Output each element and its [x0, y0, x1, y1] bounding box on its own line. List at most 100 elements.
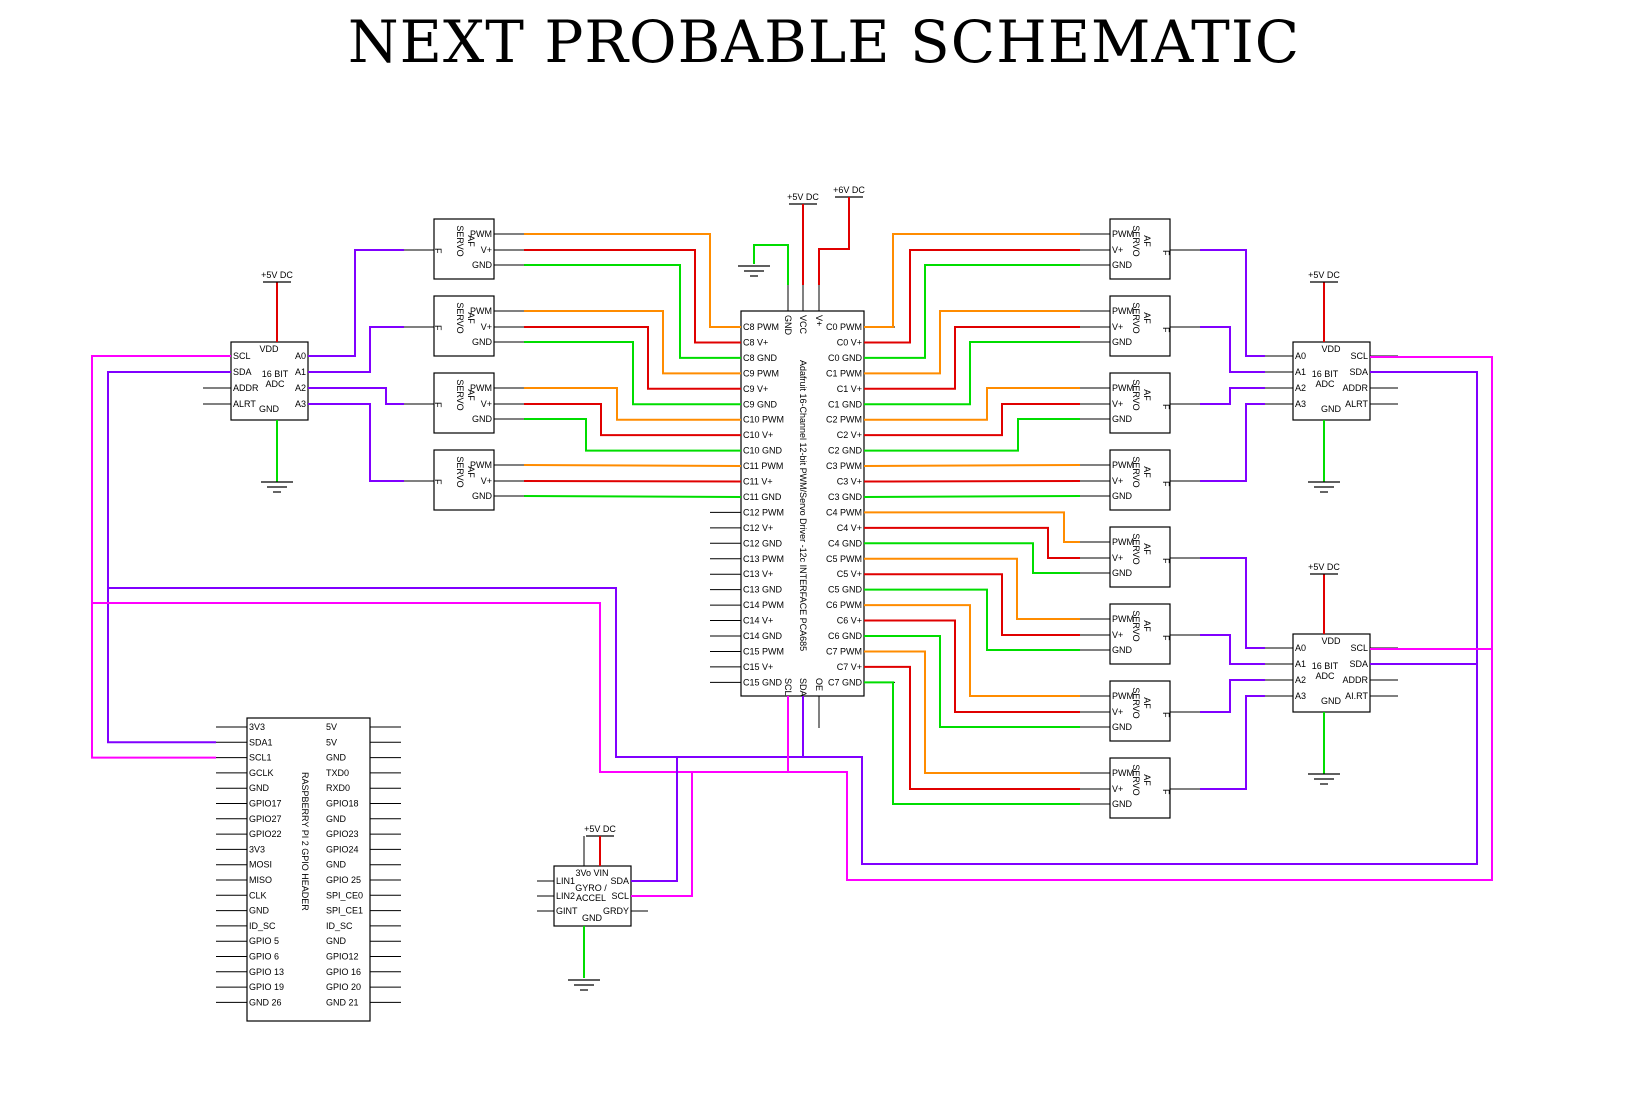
servo-wire [864, 310, 1080, 375]
rpi-right-pin-label: GPIO18 [326, 799, 359, 809]
servo-wire [864, 557, 1080, 620]
gyro-top-label: 3Vo VIN [575, 868, 608, 878]
servo-pin-label: F [433, 402, 443, 408]
servo-name: AF [1142, 466, 1152, 478]
feedback-wire [1200, 249, 1265, 357]
feedback-wire [308, 326, 404, 373]
ground-symbol [568, 979, 600, 991]
servo-wire [864, 665, 1080, 790]
i2c-sda-wire [803, 371, 1478, 865]
gnd-wire [753, 244, 789, 285]
servo-name: AF [1142, 697, 1152, 709]
pca-title: Adafruit 16-Channel 12-bit PWM/Servo Dri… [798, 360, 808, 651]
servo-wire [864, 604, 1080, 697]
supply-label: +5V DC [584, 824, 616, 834]
pca-right-pin-label: C3 PWM [826, 461, 862, 471]
rpi-right-pin-label: TXD0 [326, 768, 349, 778]
pca-left-pin-label: C14 GND [743, 631, 783, 641]
servo-wire [864, 573, 1080, 636]
servo-wire [864, 418, 1080, 452]
rpi-right-pin-label: GND [326, 860, 347, 870]
ground-symbol [1308, 481, 1340, 493]
servo-name: SERVO [1131, 533, 1141, 564]
servo-pin-label: V+ [481, 322, 492, 332]
pca-left-pin-label: C15 V+ [743, 662, 773, 672]
pca-right-pin-label: C6 V+ [837, 616, 862, 626]
servo-wire [524, 233, 741, 328]
servo-name: AF [466, 466, 476, 478]
servo-c9 [433, 295, 495, 357]
servo-wire [864, 511, 1080, 543]
servo-pin-label: F [433, 479, 443, 485]
pca-left-pin-label: C12 GND [743, 538, 783, 548]
servo-name: AF [466, 235, 476, 247]
adc-title: ADC [1315, 379, 1335, 389]
pca-left-pin-label: C11 GND [743, 492, 782, 502]
rpi-right-pin-label: GND [326, 753, 347, 763]
servo-pin-label: F [1161, 327, 1171, 333]
servo-c7 [1109, 757, 1171, 819]
pca-left-pin-label: C14 PWM [743, 600, 784, 610]
pca-bottom-pin-label: SCL [783, 678, 793, 696]
servo-pin-label: PWM [470, 306, 492, 316]
servo-name: SERVO [455, 302, 465, 333]
adc-gnd-label: GND [259, 404, 280, 414]
servo-name: SERVO [455, 379, 465, 410]
ground-symbol [1308, 773, 1340, 785]
servo-pin-label: F [1161, 250, 1171, 256]
pca-right-pin-label: C7 V+ [837, 662, 862, 672]
servo-wire [864, 403, 1080, 437]
rpi-right-pin-label: GPIO 16 [326, 967, 361, 977]
gyro-pin-label: LIN1 [556, 876, 575, 886]
rpi-left-pin-label: 3V3 [249, 844, 265, 854]
adc-pin-label: A2 [1295, 383, 1306, 393]
rpi-right-pin-label: GPIO 20 [326, 982, 361, 992]
servo-name: AF [1142, 235, 1152, 247]
servo-wire [524, 264, 741, 359]
servo-pin-label: GND [472, 491, 493, 501]
i2c-sda-wire [631, 757, 678, 882]
servo-wire [863, 464, 1081, 468]
rpi-left-pin-label: GND [249, 783, 270, 793]
rpi-left-pin-label: GND 26 [249, 997, 282, 1007]
rpi-left-pin-label: GPIO27 [249, 814, 282, 824]
servo-name: AF [1142, 389, 1152, 401]
servo-pin-label: PWM [470, 229, 492, 239]
rpi-left-pin-label: MISO [249, 875, 272, 885]
pca-right-pin-label: C1 GND [828, 399, 863, 409]
pca-left-pin-label: C8 PWM [743, 322, 779, 332]
rpi-left-pin-label: MOSI [249, 860, 272, 870]
servo-c2 [1109, 372, 1171, 434]
servo-pin-label: F [1161, 635, 1171, 641]
servo-wire [864, 681, 1080, 805]
supply-label: +5V DC [1308, 562, 1340, 572]
servo-wire [863, 495, 1081, 498]
adc-pin-label: ALRT [233, 399, 256, 409]
servo-wire [523, 480, 742, 483]
servo-c6 [1109, 680, 1171, 742]
adc-title: 16 BIT [1312, 369, 1339, 379]
servo-c8 [433, 218, 495, 280]
servo-pin-label: V+ [1112, 245, 1123, 255]
servo-c3 [1109, 449, 1171, 511]
servo-name: SERVO [1131, 687, 1141, 718]
pca-top-pin-label: GND [783, 315, 793, 336]
supply-label: +5V DC [1308, 270, 1340, 280]
feedback-wire [1200, 634, 1265, 665]
adc-pin-label: A3 [1295, 399, 1306, 409]
servo-pin-label: V+ [1112, 630, 1123, 640]
adc-pin-label: ADDR [1342, 675, 1368, 685]
servo-pin-label: F [1161, 404, 1171, 410]
servo-wire [524, 341, 741, 406]
rpi-right-pin-label: RXD0 [326, 783, 350, 793]
servo-wire [864, 526, 1080, 559]
servo-c11 [433, 449, 495, 511]
adc-pin-label: A0 [295, 351, 306, 361]
adc-right-2 [1292, 633, 1371, 713]
pca-right-pin-label: C1 PWM [826, 368, 862, 378]
servo-name: SERVO [1131, 302, 1141, 333]
i2c-scl-wire [788, 356, 1493, 881]
pca-left-pin-label: C9 PWM [743, 368, 779, 378]
servo-pin-label: V+ [1112, 553, 1123, 563]
servo-pin-label: F [1161, 481, 1171, 487]
